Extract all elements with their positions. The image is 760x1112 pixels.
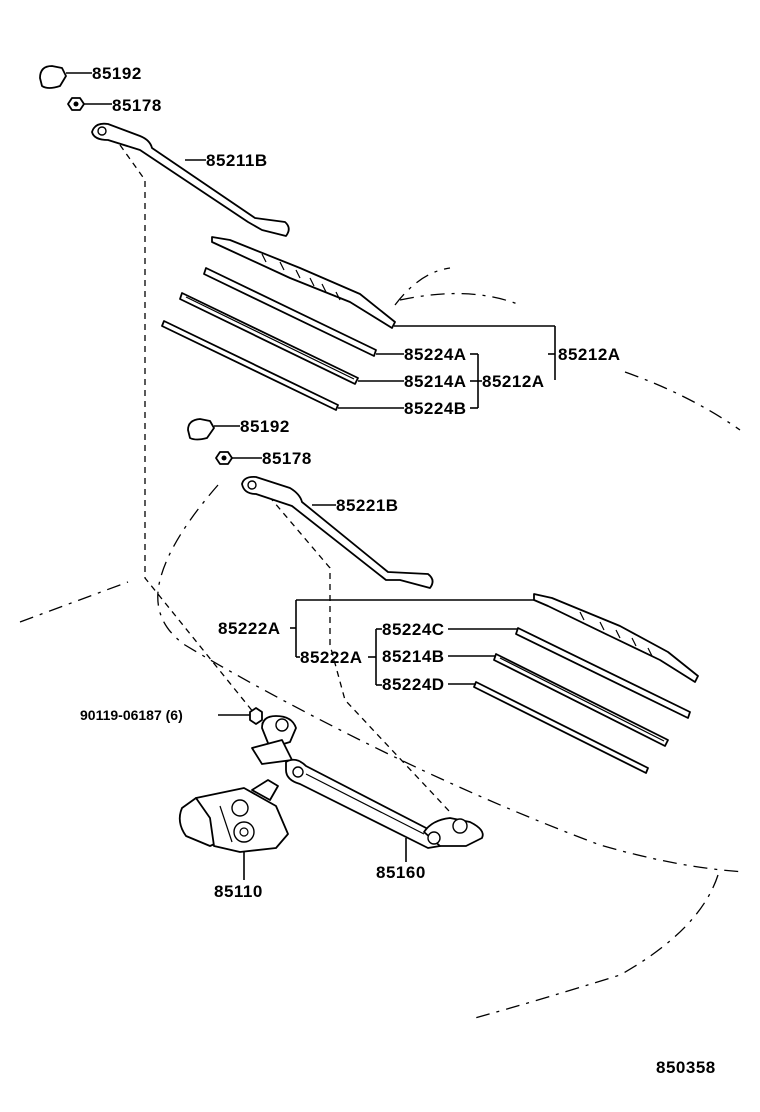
- link-part: [251, 715, 484, 862]
- nut-upper-part: [67, 97, 112, 111]
- label-bolt: 90119-06187 (6): [80, 707, 183, 723]
- label-arm-lower: 85221B: [336, 496, 399, 515]
- label-insert-a-upper: 85224A: [404, 345, 467, 364]
- cap-lower-part: [187, 418, 240, 441]
- arm-lower-part: [241, 475, 434, 589]
- label-blade-sub-upper: 85212A: [482, 372, 545, 391]
- assembly-lines: [119, 144, 451, 813]
- blade-inserts-upper: [161, 267, 377, 411]
- label-nut-lower: 85178: [262, 449, 312, 468]
- blade-upper-part: [211, 236, 396, 329]
- arm-upper-part: [91, 122, 290, 237]
- blade-inserts-lower: [473, 627, 691, 774]
- blade-lower-part: [533, 593, 699, 683]
- label-insert-b-upper: 85224B: [404, 399, 467, 418]
- label-cap-lower: 85192: [240, 417, 290, 436]
- windshield-outline: [19, 267, 746, 1019]
- label-rubber-lower: 85214B: [382, 647, 445, 666]
- label-blade-assy-upper: 85212A: [558, 345, 621, 364]
- figure-code: 850358: [656, 1058, 716, 1077]
- label-motor: 85110: [214, 882, 263, 901]
- bracket-upper: [338, 325, 556, 409]
- label-blade-sub-lower: 85222A: [300, 648, 363, 667]
- label-rubber-upper: 85214A: [404, 372, 467, 391]
- label-cap-upper: 85192: [92, 64, 142, 83]
- label-link: 85160: [376, 863, 426, 882]
- motor-part: [178, 779, 289, 880]
- label-arm-upper: 85211B: [206, 151, 268, 170]
- bolt-part: [218, 707, 263, 725]
- label-insert-c-lower: 85224C: [382, 620, 445, 639]
- cap-upper-part: [39, 65, 92, 89]
- label-nut-upper: 85178: [112, 96, 162, 115]
- nut-lower-part: [215, 451, 262, 465]
- bracket-lower: [290, 599, 534, 686]
- label-insert-d-lower: 85224D: [382, 675, 445, 694]
- label-blade-assy-lower: 85222A: [218, 619, 281, 638]
